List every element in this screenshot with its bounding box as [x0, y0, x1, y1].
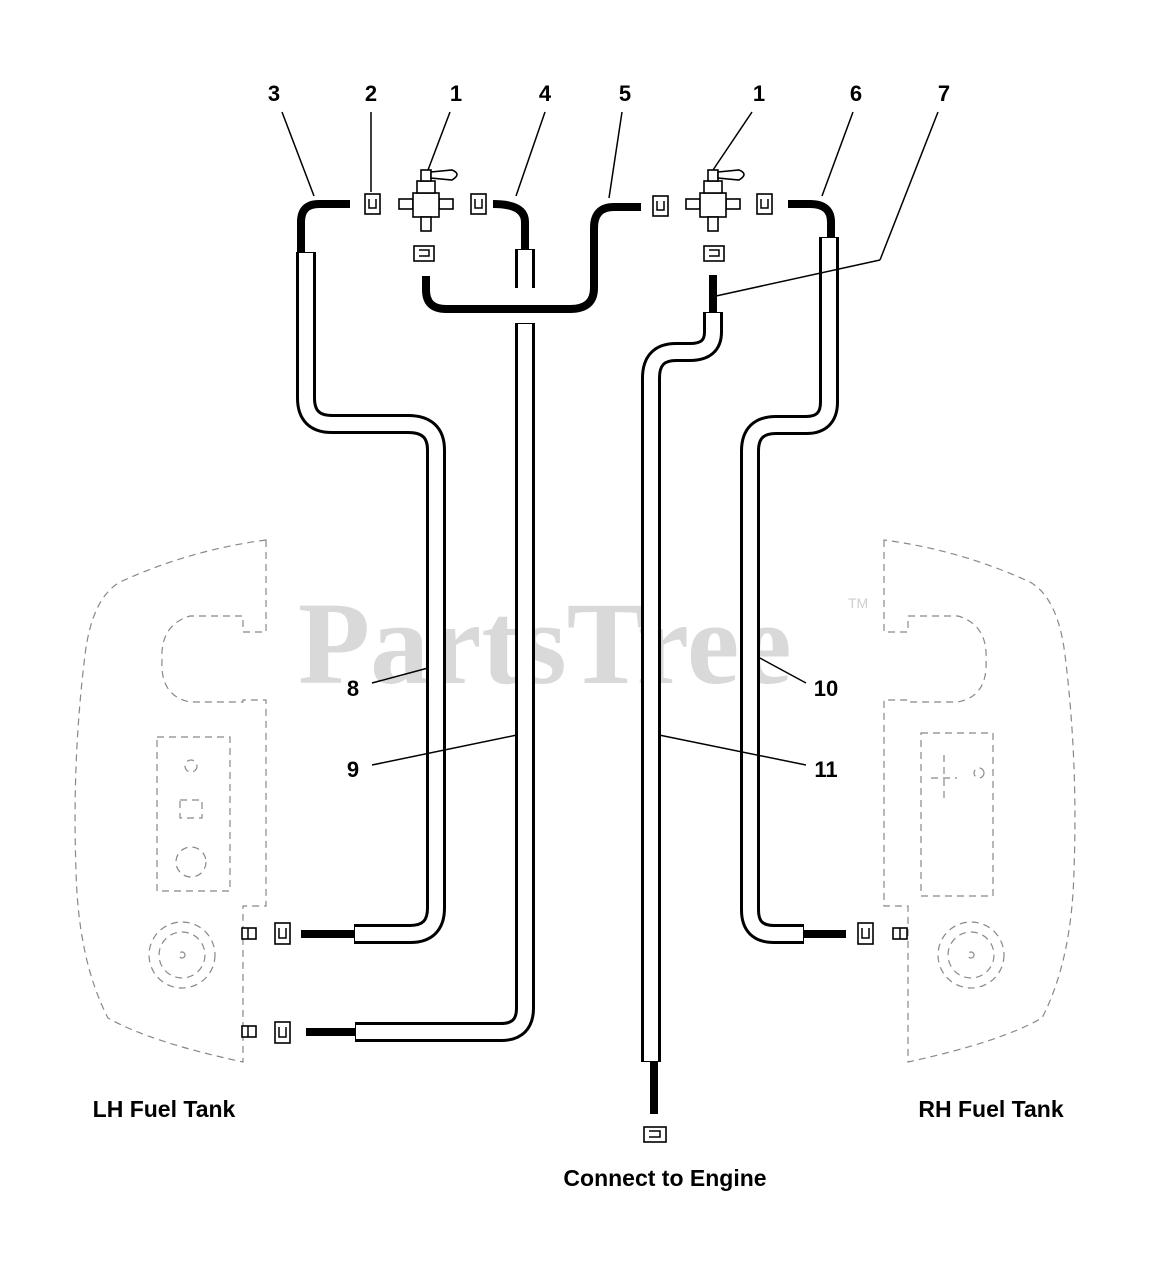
- callout-6: 6: [850, 81, 862, 106]
- callout-numbers: 3 2 1 4 5 1 6 7 8 9 10 11: [268, 81, 950, 782]
- clamp-engine: [643, 1126, 667, 1143]
- hose-4: [492, 200, 529, 250]
- callout-2: 2: [365, 81, 377, 106]
- callout-3: 3: [268, 81, 280, 106]
- callout-8: 8: [347, 676, 359, 701]
- clamp-left-valve-right: [470, 193, 487, 215]
- clamp-5: [652, 195, 669, 217]
- clamp-right-valve-right: [756, 193, 773, 215]
- leader-lines: [281, 111, 939, 766]
- clamp-2: [364, 193, 381, 215]
- callout-1-right: 1: [753, 81, 765, 106]
- callout-7: 7: [938, 81, 950, 106]
- rh-fuel-tank: [883, 539, 1076, 1063]
- hose-3: [297, 200, 350, 252]
- watermark: PartsTree TM: [298, 578, 868, 709]
- callout-1-left: 1: [450, 81, 462, 106]
- callout-9: 9: [347, 757, 359, 782]
- clamp-rh: [857, 922, 874, 945]
- fuel-tubes: [296, 237, 839, 1062]
- watermark-brand: PartsTree: [298, 578, 792, 709]
- hose-5-horizontal: [422, 203, 641, 313]
- callout-5: 5: [619, 81, 631, 106]
- clamp-lh-lower: [274, 1021, 291, 1044]
- callout-4: 4: [539, 81, 552, 106]
- watermark-trademark: TM: [848, 595, 868, 611]
- hose-6: [788, 200, 835, 237]
- tank-fittings: [241, 927, 908, 1038]
- captions: LH Fuel Tank RH Fuel Tank Connect to Eng…: [93, 1096, 1064, 1191]
- clamp-lh-upper: [274, 922, 291, 945]
- rh-fuel-tank-label: RH Fuel Tank: [918, 1096, 1063, 1122]
- clamp-right-valve-bottom: [703, 245, 725, 262]
- lh-fuel-tank: [74, 539, 267, 1063]
- dark-hoses: [297, 200, 846, 1114]
- connect-to-engine-label: Connect to Engine: [563, 1165, 766, 1191]
- shutoff-valve-right: [685, 169, 745, 232]
- shutoff-valve-left: [398, 169, 458, 232]
- hose-clamps: [274, 193, 874, 1143]
- clamp-left-valve-bottom: [413, 245, 435, 262]
- lh-fuel-tank-label: LH Fuel Tank: [93, 1096, 236, 1122]
- callout-11: 11: [814, 757, 837, 782]
- callout-10: 10: [814, 676, 838, 701]
